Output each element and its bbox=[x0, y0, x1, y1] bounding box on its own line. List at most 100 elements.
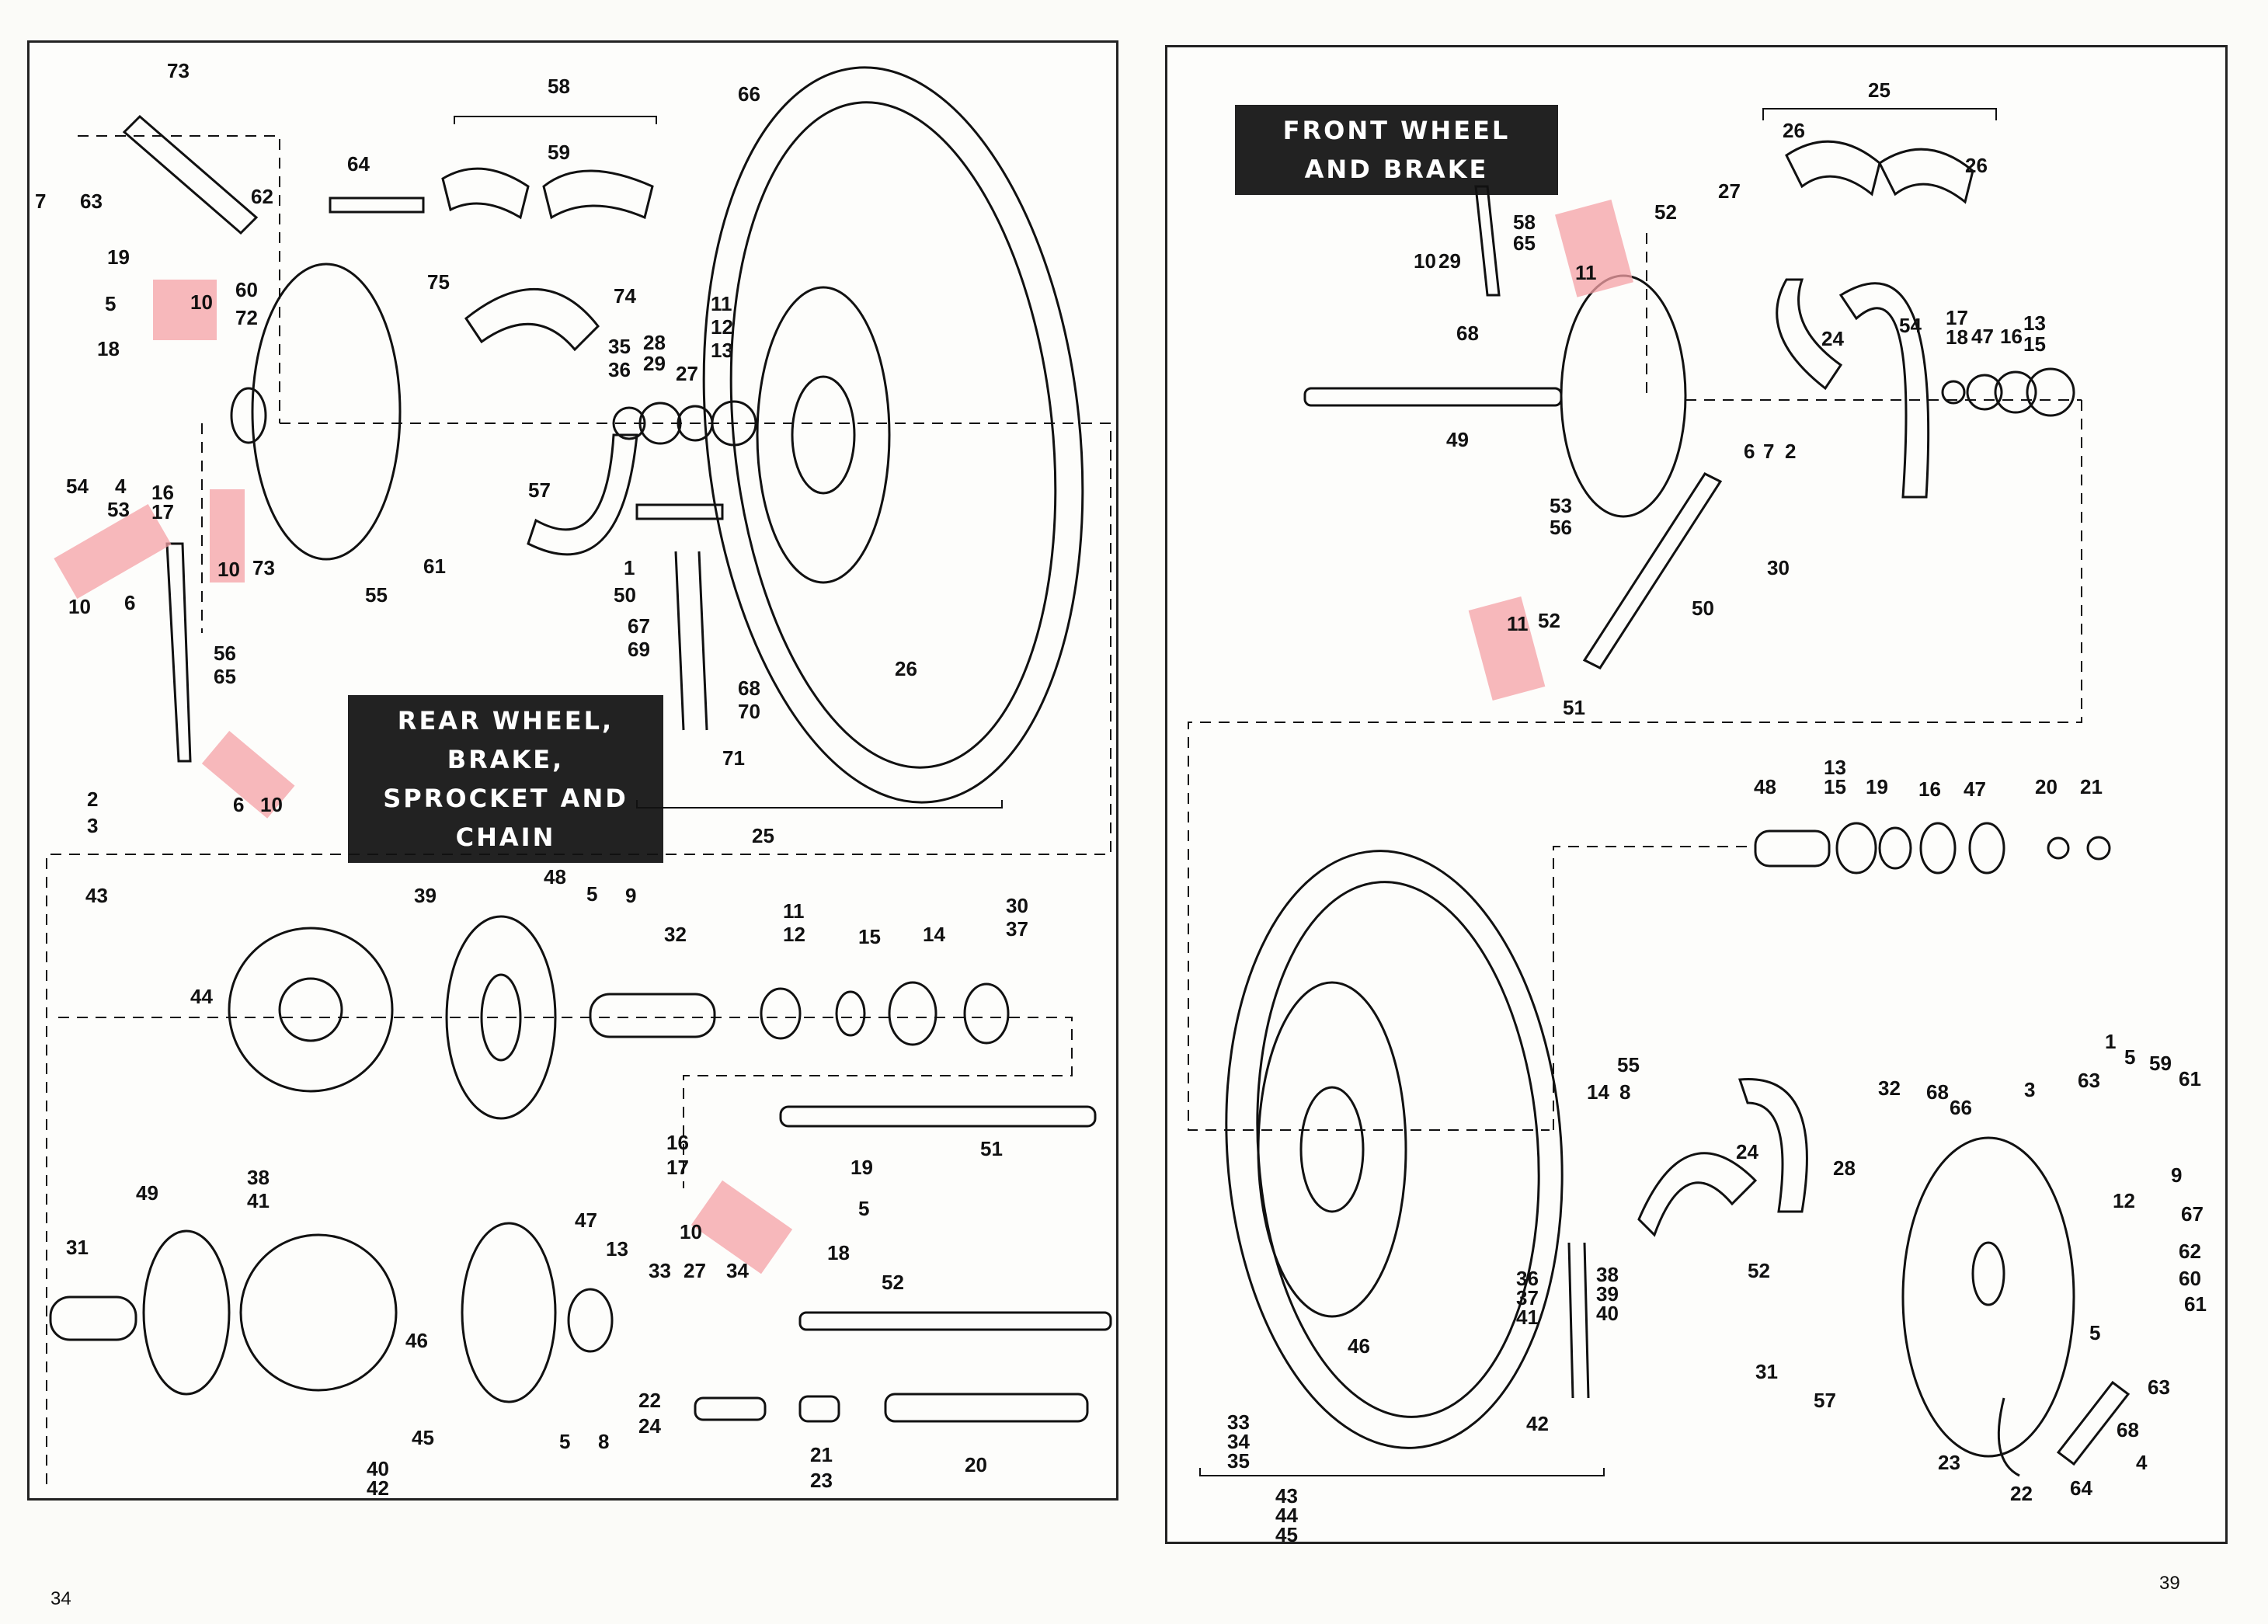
left-label: 19 bbox=[850, 1156, 873, 1179]
right-label: 5 bbox=[2089, 1321, 2100, 1344]
left-label: 5 bbox=[105, 292, 116, 315]
right-label: 10 bbox=[1414, 249, 1436, 273]
left-label: 1 bbox=[624, 556, 635, 579]
left-label: 16 bbox=[666, 1131, 689, 1154]
left-label: 56 bbox=[214, 642, 236, 665]
highlight-left-10e bbox=[690, 1180, 793, 1275]
left-label: 21 bbox=[810, 1443, 833, 1466]
right-dashed-leader-1 bbox=[1188, 400, 2082, 1131]
sprocket-plate bbox=[445, 915, 557, 1120]
left-label: 68 bbox=[738, 676, 760, 700]
right-label: 22 bbox=[2010, 1482, 2033, 1505]
right-label: 30 bbox=[1767, 556, 1790, 579]
chain-20 bbox=[884, 1393, 1089, 1423]
front-axle-49 bbox=[1303, 387, 1563, 407]
right-label: 59 bbox=[2149, 1052, 2172, 1075]
left-label: 67 bbox=[628, 614, 650, 638]
left-label: 27 bbox=[684, 1259, 706, 1282]
right-label: 7 bbox=[1763, 440, 1774, 463]
highlight-right-11a bbox=[1555, 200, 1633, 297]
right-label: 58 bbox=[1513, 210, 1536, 234]
left-dashed-leader-1 bbox=[78, 135, 280, 423]
left-label: 3 bbox=[87, 814, 98, 837]
rear-brake-shoe-lower bbox=[527, 433, 638, 556]
left-label: 16 bbox=[151, 481, 174, 504]
left-label: 48 bbox=[544, 865, 566, 889]
right-label: 61 bbox=[2179, 1067, 2201, 1090]
right-label: 16 bbox=[1918, 777, 1941, 801]
left-label: 70 bbox=[738, 700, 760, 723]
front-wheel-title-text: FRONT WHEEL AND BRAKE bbox=[1282, 116, 1511, 184]
right-label: 20 bbox=[2035, 775, 2058, 798]
right-label: 3 bbox=[2024, 1078, 2035, 1101]
left-label: 41 bbox=[247, 1189, 270, 1212]
left-label: 44 bbox=[190, 985, 213, 1008]
left-label: 47 bbox=[575, 1208, 597, 1232]
right-label: 8 bbox=[1619, 1080, 1630, 1104]
left-label: 4 bbox=[115, 475, 127, 498]
right-label: 32 bbox=[1878, 1076, 1901, 1100]
rear-wheel-hub-inner bbox=[791, 375, 856, 495]
right-label: 64 bbox=[2070, 1476, 2092, 1500]
right-label: 47 bbox=[1964, 777, 1986, 801]
rear-spindle bbox=[329, 196, 425, 214]
front-bearing-13 bbox=[2026, 367, 2075, 417]
front-wheel-rim bbox=[1225, 850, 1564, 1449]
left-label: 34 bbox=[726, 1259, 749, 1282]
left-label: 64 bbox=[347, 152, 370, 176]
right-label: 35 bbox=[1227, 1449, 1250, 1473]
left-dashed-leader-2 bbox=[46, 423, 1111, 1491]
right-label: 47 bbox=[1971, 325, 1994, 348]
front-spoke-1 bbox=[1567, 1242, 1574, 1399]
right-label: 23 bbox=[1938, 1451, 1960, 1474]
left-label: 19 bbox=[107, 245, 130, 269]
sprocket-38-41 bbox=[239, 1233, 398, 1392]
rear-wheel-title: REAR WHEEL, BRAKE, SPROCKET AND CHAIN bbox=[348, 695, 663, 863]
front-bearing-13-15 bbox=[1835, 822, 1877, 875]
left-label: 28 bbox=[643, 331, 666, 354]
rear-sprocket-large-hub bbox=[278, 977, 343, 1042]
left-label: 62 bbox=[251, 185, 273, 208]
left-label: 63 bbox=[80, 190, 103, 213]
right-label: 41 bbox=[1516, 1306, 1539, 1329]
left-label: 25 bbox=[752, 824, 774, 847]
left-label: 66 bbox=[738, 82, 760, 106]
left-label: 33 bbox=[649, 1259, 671, 1282]
right-label: 57 bbox=[1814, 1389, 1836, 1412]
right-label: 15 bbox=[1824, 775, 1846, 798]
right-label: 46 bbox=[1348, 1334, 1370, 1358]
left-label: 53 bbox=[107, 498, 130, 521]
front-shoe-lining-1 bbox=[1785, 140, 1881, 196]
front-brake-shoe-lower-b bbox=[1738, 1077, 1808, 1213]
front-washer-20 bbox=[2047, 836, 2070, 860]
bearing-15 bbox=[835, 990, 866, 1037]
right-label: 53 bbox=[1550, 494, 1572, 517]
left-label: 18 bbox=[827, 1241, 850, 1264]
front-wheel-hub-inner bbox=[1299, 1086, 1365, 1213]
right-label: 13 bbox=[1824, 756, 1846, 779]
left-label: 7 bbox=[35, 190, 46, 213]
right-label: 56 bbox=[1550, 516, 1572, 539]
left-label: 59 bbox=[548, 141, 570, 164]
left-label: 26 bbox=[895, 657, 917, 680]
plate-47 bbox=[461, 1222, 557, 1403]
front-brake-plate-upper bbox=[1560, 274, 1687, 518]
left-label: 36 bbox=[608, 358, 631, 381]
left-label: 5 bbox=[559, 1430, 570, 1453]
torque-arm-50 bbox=[1582, 472, 1723, 669]
right-label: 42 bbox=[1526, 1412, 1549, 1435]
rear-brake-shoe-upper bbox=[464, 287, 600, 352]
left-label: 31 bbox=[66, 1236, 89, 1259]
front-cam-lever-64 bbox=[2056, 1380, 2131, 1466]
right-label: 44 bbox=[1275, 1504, 1298, 1527]
right-label: 11 bbox=[1507, 612, 1529, 635]
right-label: 63 bbox=[2148, 1375, 2170, 1399]
right-label: 65 bbox=[1513, 231, 1536, 255]
right-label: 26 bbox=[1965, 154, 1988, 177]
left-label: 10 bbox=[680, 1220, 702, 1243]
left-label: 23 bbox=[810, 1469, 833, 1492]
right-label: 67 bbox=[2181, 1202, 2204, 1226]
bearing-30-37 bbox=[963, 982, 1010, 1045]
left-label: 75 bbox=[427, 270, 450, 294]
right-label: 9 bbox=[2171, 1163, 2182, 1187]
